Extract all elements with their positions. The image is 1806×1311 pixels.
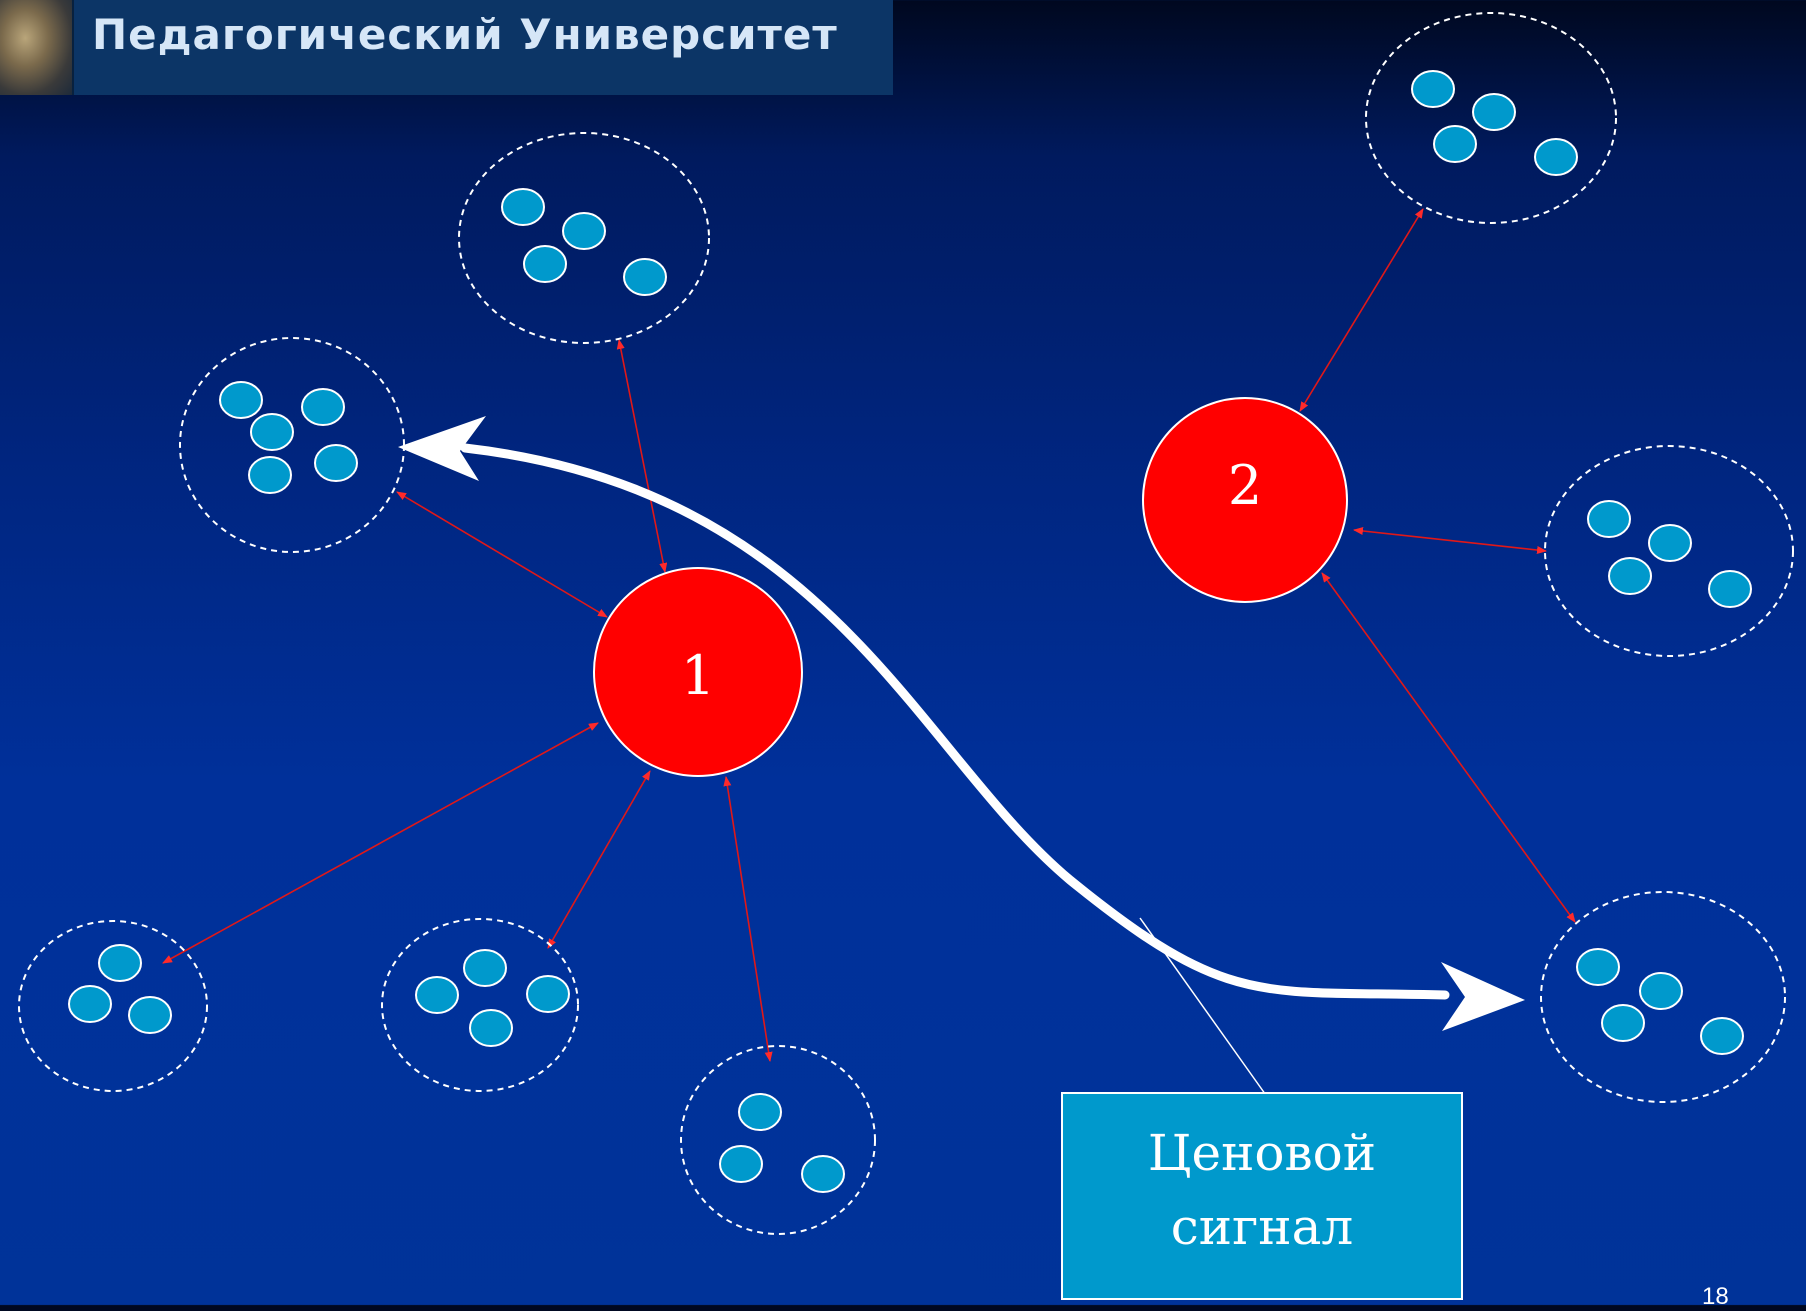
consumer-group: [1544, 445, 1794, 657]
producer-node-1: 1: [593, 567, 803, 777]
consumer-dot: [469, 1009, 513, 1047]
consumer-dot: [1472, 93, 1516, 131]
producer-node-2: 2: [1142, 397, 1348, 603]
consumer-dot: [463, 949, 507, 987]
header-title: Педагогический Университет: [92, 10, 838, 59]
consumer-dot: [1433, 125, 1477, 163]
university-logo: [0, 0, 74, 95]
link-2-right: [1353, 527, 1547, 554]
consumer-dot: [1534, 138, 1578, 176]
arrowhead-left: [398, 416, 486, 481]
consumer-group: [458, 132, 710, 344]
consumer-dot: [1648, 524, 1692, 562]
consumer-group: [1365, 12, 1617, 224]
consumer-dot: [1639, 972, 1683, 1010]
links: [162, 208, 1576, 1062]
price-signal-arrow: [398, 416, 1525, 1031]
consumer-dot: [1576, 948, 1620, 986]
link-2-bottomright: [1321, 572, 1576, 923]
consumer-dot: [98, 944, 142, 982]
link-2-top: [1299, 208, 1424, 412]
consumer-dot: [301, 388, 345, 426]
header-banner: Педагогический Университет: [0, 0, 893, 95]
node-1-label: 1: [681, 644, 715, 707]
consumer-group: [179, 337, 405, 553]
consumer-dot: [1601, 1004, 1645, 1042]
consumer-dot: [501, 188, 545, 226]
page-number: 18: [1702, 1283, 1729, 1310]
consumer-group: [680, 1045, 876, 1235]
consumer-dot: [68, 985, 112, 1023]
consumer-dot: [623, 258, 667, 296]
consumer-group: [1540, 891, 1786, 1103]
consumer-dot: [248, 456, 292, 494]
consumer-dot: [523, 245, 567, 283]
link-1-top: [616, 339, 668, 573]
consumer-dot: [1608, 557, 1652, 595]
consumer-dot: [314, 444, 358, 482]
consumer-dot: [128, 996, 172, 1034]
consumer-dot: [801, 1155, 845, 1193]
consumer-dot: [1411, 70, 1455, 108]
arrowhead-right: [1441, 962, 1525, 1031]
caption-text: Ценовой сигнал: [1147, 1124, 1377, 1256]
caption-pointer: [1139, 917, 1269, 1099]
consumer-dot: [415, 976, 459, 1014]
link-1-bottommid: [547, 770, 651, 949]
consumer-groups: [18, 12, 1794, 1235]
consumer-dot: [562, 212, 606, 250]
link-1-left: [396, 491, 608, 618]
consumer-dot: [250, 413, 294, 451]
consumer-group: [18, 920, 208, 1092]
consumer-dot: [1700, 1017, 1744, 1055]
consumer-dot: [1708, 570, 1752, 608]
consumer-dot: [1587, 500, 1631, 538]
consumer-dot: [526, 975, 570, 1013]
link-1-bottom: [723, 776, 773, 1062]
node-2-label: 2: [1228, 454, 1262, 517]
consumer-dot: [738, 1093, 782, 1131]
consumer-dot: [219, 381, 263, 419]
price-signal-caption: Ценовой сигнал: [1061, 1092, 1463, 1300]
consumer-dot: [719, 1145, 763, 1183]
consumer-group: [381, 918, 579, 1092]
link-1-bottomleft: [162, 722, 599, 964]
